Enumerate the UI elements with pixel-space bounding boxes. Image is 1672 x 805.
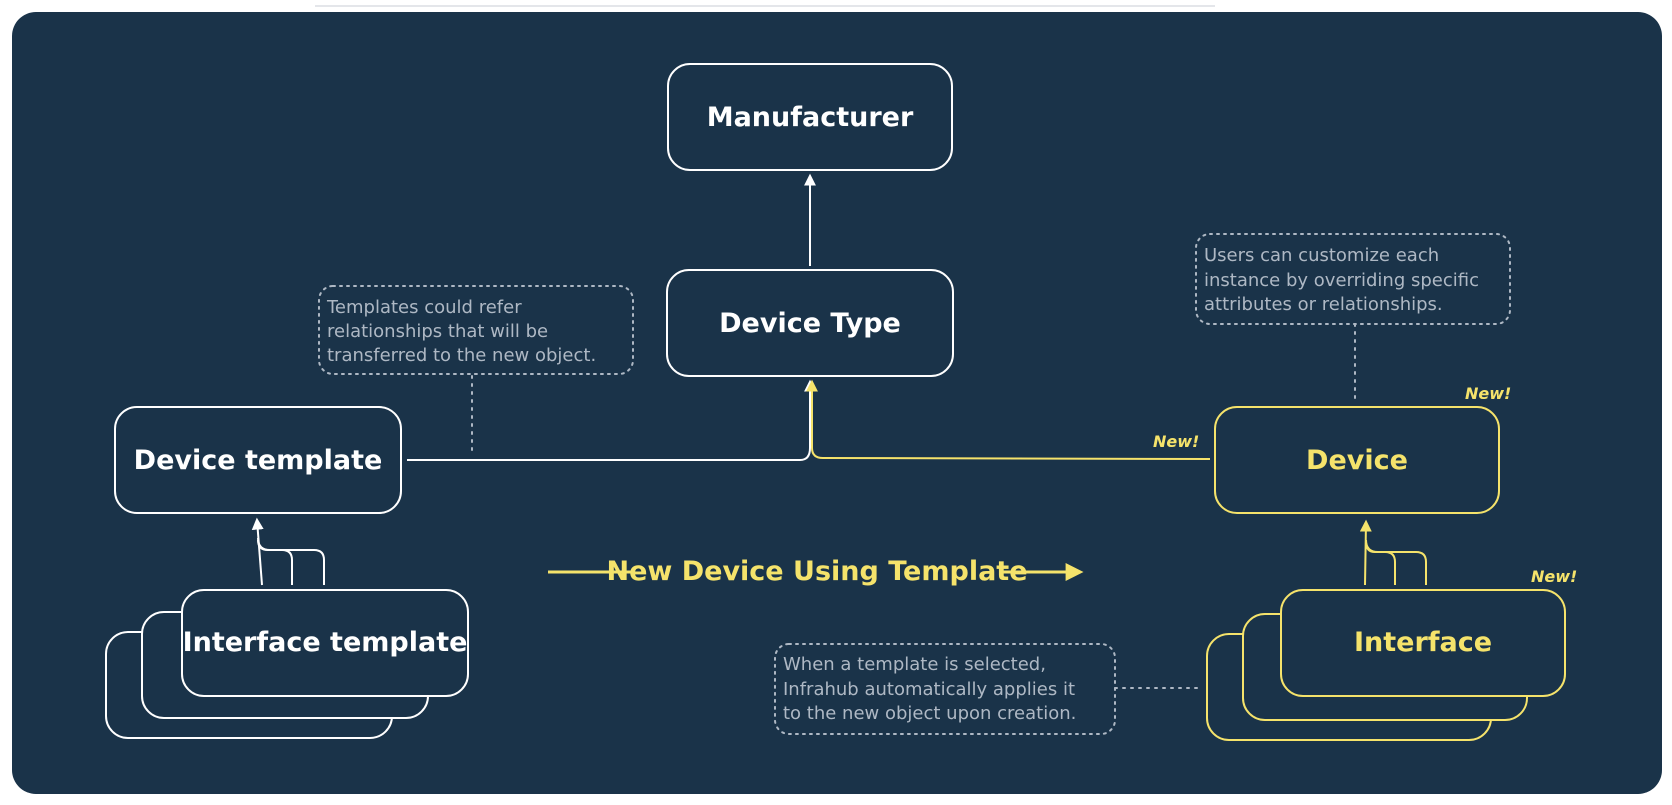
interface-template-node-stack[interactable]: Interface template (105, 589, 469, 739)
templates-note-line-1: Templates could refer (326, 297, 522, 318)
device-node[interactable]: Device (1214, 406, 1500, 514)
new-badge-device: New! (1465, 384, 1511, 403)
applies-note-line-3: to the new object upon creation. (783, 703, 1076, 724)
templates-note-line-3: transferred to the new object. (327, 345, 596, 366)
interface-template-label: Interface template (183, 627, 468, 658)
flow-label: New Device Using Template (606, 556, 1027, 587)
device-template-node[interactable]: Device template (114, 406, 402, 514)
interface-to-device-arrows (1359, 519, 1427, 586)
interface-template-card-front (181, 589, 469, 697)
applies-note-line-2: Infrahub automatically applies it (783, 679, 1075, 700)
customize-note-border (1195, 233, 1511, 325)
interface-node-stack[interactable]: Interface (1206, 589, 1566, 741)
interface-card-front (1280, 589, 1566, 697)
device-template-label: Device template (134, 445, 383, 476)
devicetemplate-to-devicetype-arrow (407, 379, 816, 461)
customize-note: Users can customize each instance by ove… (1195, 233, 1511, 325)
new-badge-device-edge: New! (1153, 432, 1199, 451)
manufacturer-node[interactable]: Manufacturer (667, 63, 953, 171)
templates-note: Templates could refer relationships that… (318, 285, 634, 375)
device-type-label: Device Type (719, 308, 901, 339)
interface-label: Interface (1354, 627, 1492, 658)
templates-note-border (318, 285, 634, 375)
applies-note-border (774, 643, 1116, 735)
device-to-devicetype-arrow (806, 379, 1211, 460)
customize-note-line-1: Users can customize each (1204, 245, 1439, 266)
device-label: Device (1306, 445, 1408, 476)
manufacturer-label: Manufacturer (707, 102, 914, 133)
templates-note-line-2: relationships that will be (327, 321, 548, 342)
customize-note-line-2: instance by overriding specific (1204, 270, 1479, 291)
interfacetemplate-to-devicetemplate-arrows (251, 517, 325, 586)
customize-note-line-3: attributes or relationships. (1204, 294, 1443, 315)
applies-note-line-1: When a template is selected, (783, 654, 1046, 675)
new-badge-interface: New! (1531, 567, 1577, 586)
applies-note: When a template is selected, Infrahub au… (774, 643, 1116, 735)
device-type-node[interactable]: Device Type (666, 269, 954, 377)
